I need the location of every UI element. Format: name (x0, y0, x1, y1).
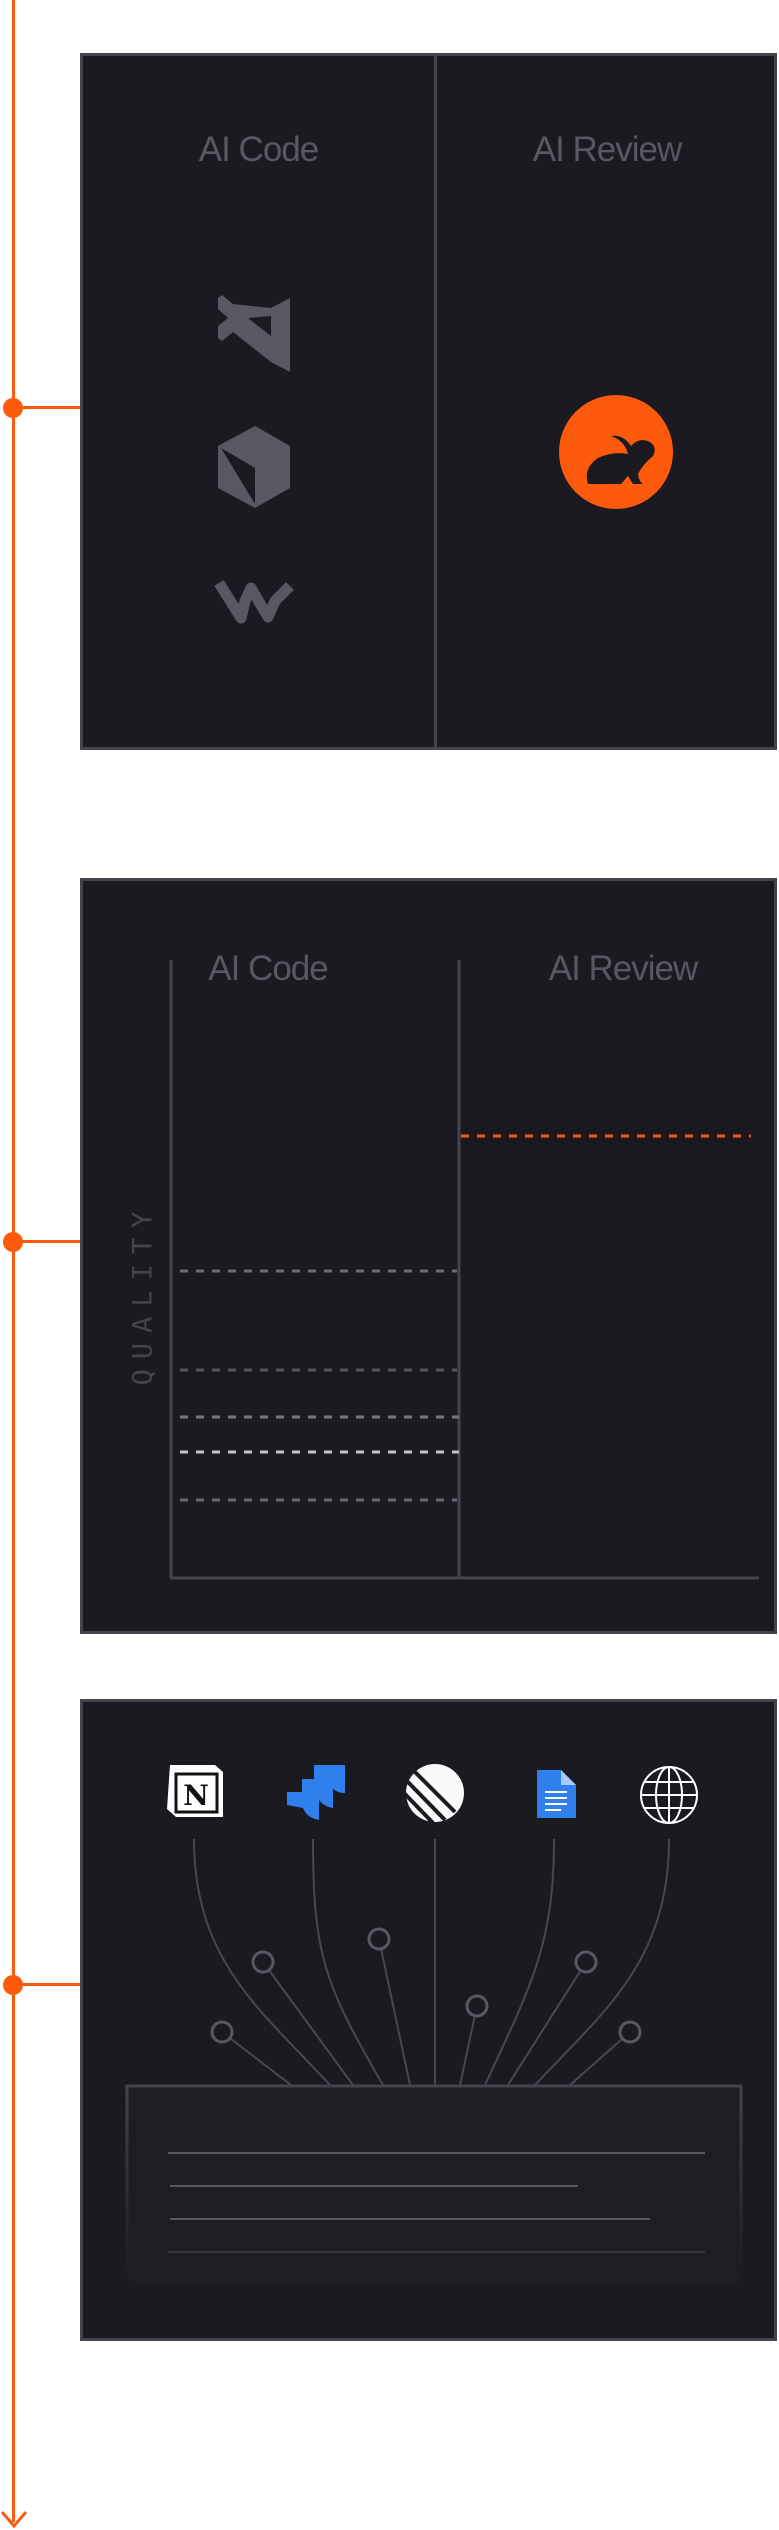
ai-review-label: AI Review (532, 130, 683, 169)
timeline-dot-3 (3, 1975, 23, 1995)
timeline-line (12, 0, 15, 2522)
globe-icon (640, 1766, 698, 1824)
node-circle (618, 2020, 642, 2044)
node-circles (210, 1927, 642, 2044)
vscode-icon (218, 295, 290, 372)
ai-code-label: AI Code (208, 949, 328, 988)
node-circle (367, 1927, 391, 1951)
context-sources-panel: N (80, 1699, 777, 2341)
node-circle (574, 1950, 598, 1974)
panel1-icons (214, 295, 673, 624)
ai-code-label: AI Code (198, 130, 319, 169)
node-circle (210, 2020, 234, 2044)
quality-chart (169, 960, 759, 1580)
ai-code-vs-review-panel: AI Code AI Review (80, 53, 777, 750)
timeline-dot-1 (3, 398, 23, 418)
coderabbit-icon (559, 395, 673, 509)
timeline-dot-2 (3, 1232, 23, 1252)
quality-chart-panel: AI Code AI Review QUALITY (80, 878, 777, 1634)
windsurf-icon (214, 580, 294, 624)
jira-icon (287, 1765, 345, 1820)
timeline-arrow-icon (0, 2511, 28, 2529)
context-diagram: N (125, 1764, 743, 2282)
notion-icon: N (167, 1765, 223, 1817)
timeline-connector-2 (14, 1240, 80, 1243)
timeline-connector-3 (14, 1983, 80, 1986)
svg-text:N: N (183, 1779, 209, 1812)
google-docs-icon (537, 1770, 576, 1818)
panel-divider (434, 56, 437, 747)
cursor-icon (218, 426, 290, 508)
connection-lines (193, 1838, 670, 2086)
node-circle (251, 1950, 275, 1974)
linear-icon (401, 1764, 464, 1825)
context-text-lines (168, 2152, 705, 2253)
ai-review-label: AI Review (548, 949, 699, 988)
context-box (125, 2084, 743, 2282)
timeline-connector-1 (14, 406, 80, 409)
node-circle (465, 1994, 489, 2018)
